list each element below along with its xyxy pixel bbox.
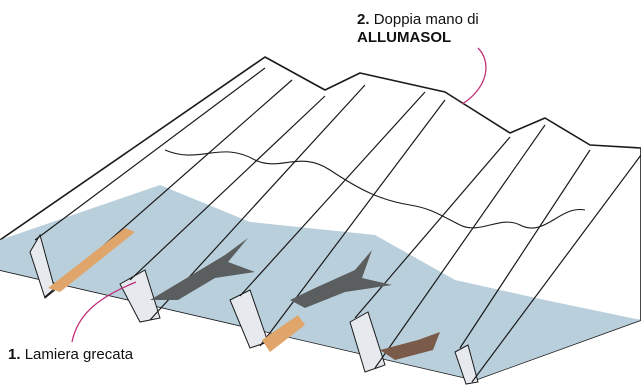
- callout-text: Doppia mano di: [373, 11, 479, 28]
- rust-patch-middle: [262, 315, 305, 352]
- leader-line-1: [71, 281, 137, 343]
- product-name: ALLUMASOL: [357, 29, 452, 46]
- callout-text: Lamiera grecata: [24, 346, 134, 363]
- rust-streak-left: [48, 228, 135, 292]
- corrosion-dark-1: [150, 238, 255, 300]
- leader-line-2: [461, 47, 487, 105]
- callout-number: 1.: [8, 346, 21, 363]
- corrosion-dark-2: [290, 250, 392, 308]
- callout-coating: 2. Doppia mano di ALLUMASOL: [357, 11, 479, 47]
- coating-edge: [164, 149, 586, 229]
- callout-sheet: 1. Lamiera grecata: [8, 346, 133, 364]
- callout-number: 2.: [357, 11, 370, 28]
- rib-lines: [34, 67, 641, 383]
- corrosion-brown: [380, 332, 440, 360]
